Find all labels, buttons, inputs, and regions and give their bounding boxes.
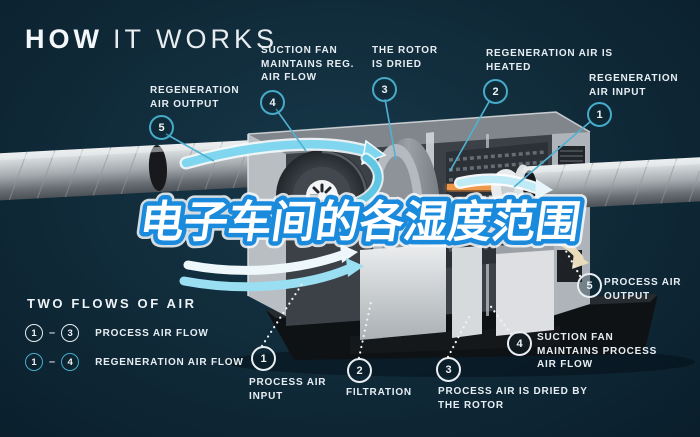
regen-suction-fan-label: SUCTION FAN MAINTAINS REG. AIR FLOW bbox=[261, 45, 355, 83]
regen-step-3-badge: 3 bbox=[372, 77, 397, 102]
process-step-1-badge: 1 bbox=[251, 346, 276, 371]
regen-step-2-badge: 2 bbox=[483, 79, 508, 104]
legend-row-regeneration: 1 – 4 REGENERATION AIR FLOW bbox=[25, 353, 244, 371]
legend-regen-label: REGENERATION AIR FLOW bbox=[95, 356, 244, 368]
regeneration-leader-lines bbox=[165, 98, 592, 188]
regen-step-1-badge: 1 bbox=[587, 102, 612, 127]
watermark-halo: 电子车间的各湿度范围 bbox=[137, 198, 584, 247]
filter-housing bbox=[350, 242, 560, 354]
regen-heated-label: REGENERATION AIR IS HEATED bbox=[486, 48, 613, 73]
legend-process-to-badge: 3 bbox=[61, 324, 80, 342]
regen-step-5-badge: 5 bbox=[149, 115, 174, 140]
legend-process-from-badge: 1 bbox=[25, 324, 43, 342]
process-step-2-badge: 2 bbox=[347, 358, 372, 383]
process-input-label: PROCESS AIR INPUT bbox=[249, 377, 327, 402]
filtration-label: FILTRATION bbox=[346, 387, 412, 398]
process-step-5-badge: 5 bbox=[577, 273, 602, 298]
title-bold: HOW bbox=[25, 24, 103, 54]
regen-input-label: REGENERATION AIR INPUT bbox=[589, 73, 679, 98]
legend-process-label: PROCESS AIR FLOW bbox=[95, 327, 209, 339]
process-output-label: PROCESS AIR OUTPUT bbox=[604, 277, 682, 302]
legend-regen-to-badge: 4 bbox=[61, 353, 80, 371]
process-suction-fan-label: SUCTION FAN MAINTAINS PROCESS AIR FLOW bbox=[537, 332, 658, 370]
watermark-text: 电子车间的各湿度范围 bbox=[137, 198, 584, 247]
legend-title: TWO FLOWS OF AIR bbox=[27, 296, 197, 311]
legend-separator-2: – bbox=[49, 356, 56, 368]
watermark-outline: 电子车间的各湿度范围 bbox=[137, 198, 584, 247]
process-step-3-badge: 3 bbox=[436, 357, 461, 382]
process-step-4-badge: 4 bbox=[507, 331, 532, 356]
rotor-dried-label: THE ROTOR IS DRIED bbox=[372, 45, 438, 70]
airflow-arrows bbox=[179, 137, 589, 292]
process-leader-lines bbox=[260, 249, 582, 360]
process-dried-label: PROCESS AIR IS DRIED BY THE ROTOR bbox=[438, 386, 588, 411]
title-light: IT WORKS bbox=[112, 24, 278, 54]
legend-separator: – bbox=[49, 327, 56, 339]
page-title: HOW IT WORKS bbox=[25, 24, 278, 55]
legend-regen-from-badge: 1 bbox=[25, 353, 43, 371]
legend-row-process: 1 – 3 PROCESS AIR FLOW bbox=[25, 324, 209, 342]
regen-output-label: REGENERATION AIR OUTPUT bbox=[150, 85, 240, 110]
regen-step-4-badge: 4 bbox=[260, 90, 285, 115]
